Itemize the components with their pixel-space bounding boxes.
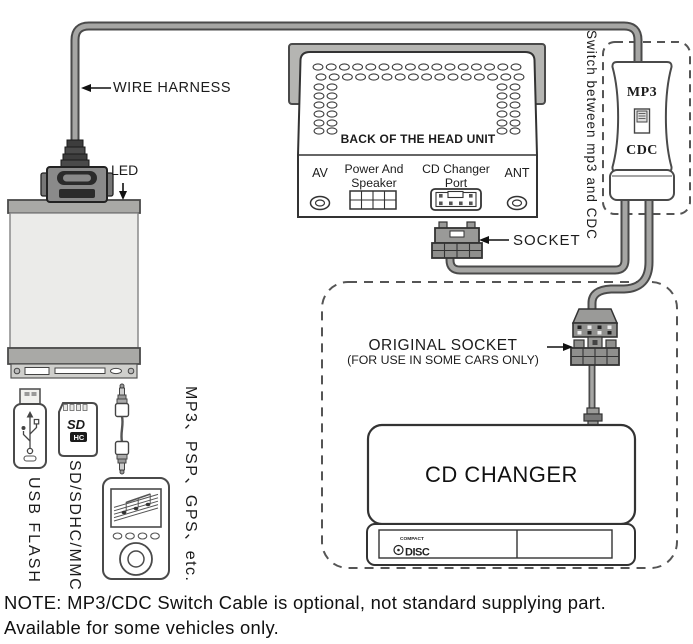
original-socket-connector — [570, 336, 620, 366]
interface-adapter — [7, 199, 141, 379]
switch-to-socket-cable — [445, 192, 630, 275]
led-label: LED — [111, 162, 139, 178]
harness-db-connector — [40, 139, 114, 203]
mp3-cdc-switch — [609, 61, 675, 201]
original-socket-label: ORIGINAL SOCKET — [368, 337, 518, 354]
usb-flash-icon — [13, 388, 47, 469]
led-arrow — [119, 183, 127, 200]
screw-icon — [13, 367, 21, 375]
socket-connector — [431, 221, 483, 259]
plug-connector — [571, 308, 619, 338]
switch-mp3-label: MP3 — [626, 85, 658, 100]
cd-changer-unit: COMPACT DISC — [366, 423, 637, 566]
music-notes-icon — [113, 493, 159, 522]
original-socket-arrow — [547, 343, 573, 351]
sd-card-label: SD/SDHC/MMC — [66, 460, 83, 592]
svg-text:HC: HC — [74, 433, 85, 442]
head-unit — [288, 43, 546, 218]
svg-text:DISC: DISC — [405, 547, 430, 559]
ant-port-label: ANT — [504, 166, 530, 180]
power-speaker-label: Power And Speaker — [344, 162, 404, 191]
aux-cable-icon — [114, 383, 130, 475]
wire-harness-cable — [70, 21, 643, 150]
svg-text:COMPACT: COMPACT — [400, 536, 424, 542]
svg-text:SD: SD — [67, 417, 86, 432]
cd-changer-inlet-connector — [583, 407, 603, 427]
usb-flash-label: USB FLASH — [25, 477, 42, 584]
switch-cdc-label: CDC — [626, 143, 658, 158]
av-port-label: AV — [312, 166, 328, 180]
power-speaker-connector-icon — [349, 190, 397, 210]
cd-changer-port-icon — [430, 188, 482, 211]
optional-area-dashed-box — [321, 281, 678, 569]
cd-changer-port-label: CD Changer Port — [422, 162, 490, 191]
mp3-player-icon — [102, 477, 170, 580]
socket-label: SOCKET — [513, 232, 581, 249]
aux-jack-icon — [110, 367, 122, 375]
slide-switch-icon — [633, 108, 651, 134]
ant-jack-icon — [506, 195, 528, 211]
switch-cable-label: Switch between mp3 and CDC — [584, 30, 599, 240]
note-line2: Available for some vehicles only. — [4, 617, 279, 638]
screw-icon — [127, 367, 135, 375]
compact-disc-logo: COMPACT DISC — [393, 536, 430, 559]
portable-devices-label: MP3、PSP、GPS、etc. — [182, 386, 199, 583]
switch-to-plug-cable — [587, 192, 654, 311]
usb-port-icon — [24, 367, 50, 375]
vent-holes — [312, 63, 525, 135]
cd-changer-label: CD CHANGER — [425, 462, 578, 487]
sd-card-icon: SD HC — [58, 402, 98, 457]
wire-harness-arrow — [81, 84, 111, 92]
original-socket-note: (FOR USE IN SOME CARS ONLY) — [347, 353, 539, 367]
note-line1: NOTE: MP3/CDC Switch Cable is optional, … — [4, 592, 607, 613]
switch-dashed-box — [602, 41, 691, 215]
av-jack-icon — [309, 195, 331, 211]
wire-harness-label: WIRE HARNESS — [113, 80, 231, 96]
head-unit-title: BACK OF THE HEAD UNIT — [340, 132, 496, 146]
usb-trident-icon — [21, 411, 40, 455]
sd-slot-icon — [54, 367, 106, 374]
socket-arrow — [479, 236, 509, 244]
